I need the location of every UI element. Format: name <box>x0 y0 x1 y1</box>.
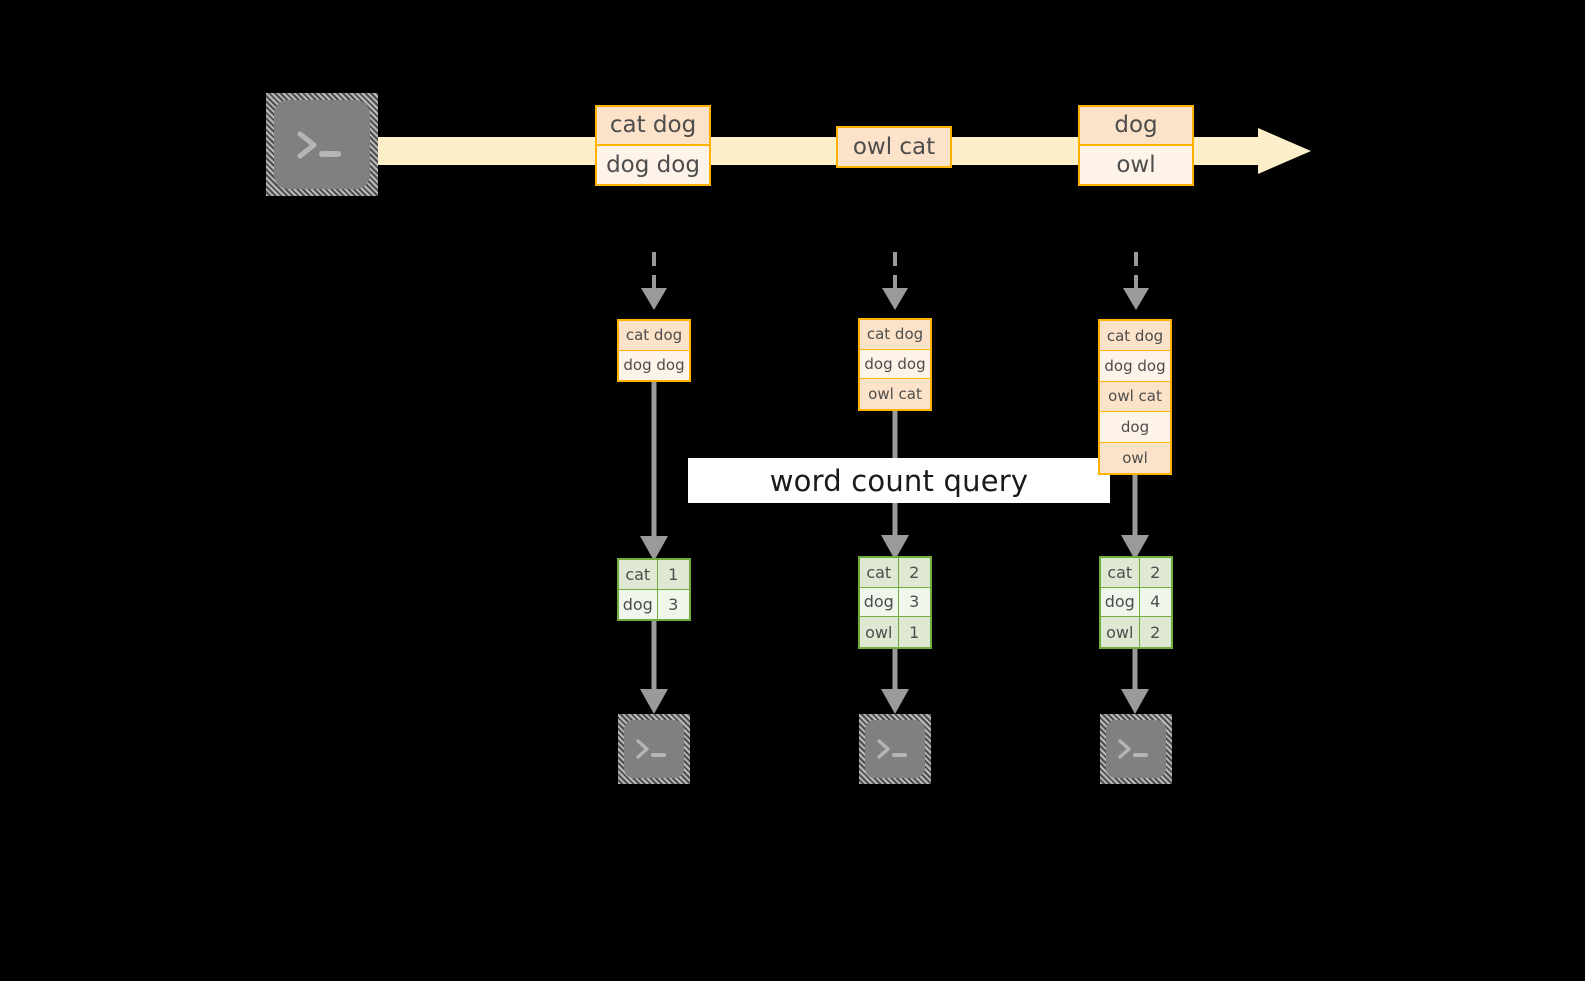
snapshot-1-input: cat dog dog dog <box>617 319 691 382</box>
query-connector-1 <box>640 381 668 561</box>
stream-event-3: dog owl <box>1078 105 1194 186</box>
result-word: cat <box>619 560 658 589</box>
snapshot-record: cat dog <box>1100 321 1170 352</box>
stream-record: cat dog <box>597 107 709 146</box>
result-table-3: cat 2 dog 4 owl 2 <box>1099 556 1173 649</box>
result-count: 4 <box>1139 587 1171 617</box>
stream-to-snapshot-connector-3 <box>1123 252 1149 310</box>
stream-record: dog <box>1080 107 1192 146</box>
snapshot-record: owl cat <box>860 379 930 409</box>
snapshot-2-input: cat dog dog dog owl cat <box>858 318 932 411</box>
stream-to-snapshot-connector-2 <box>882 252 908 310</box>
stream-to-snapshot-connector-1 <box>641 252 667 310</box>
result-word: dog <box>619 589 658 619</box>
result-count: 2 <box>1139 617 1171 647</box>
result-word: owl <box>860 617 899 647</box>
table-row: cat 1 <box>619 560 689 590</box>
result-word: cat <box>1101 558 1140 587</box>
table-row: cat 2 <box>1101 558 1171 588</box>
snapshot-record: dog dog <box>619 350 689 380</box>
table-row: dog 3 <box>619 589 689 619</box>
snapshot-record: dog <box>1100 412 1170 443</box>
sink-terminal-icon-3 <box>1100 714 1172 784</box>
snapshot-record: dog dog <box>1100 351 1170 382</box>
result-to-sink-connector-3 <box>1121 648 1149 714</box>
query-label-band: word count query <box>688 458 1110 503</box>
result-count: 3 <box>898 587 930 617</box>
table-row: owl 1 <box>860 617 930 647</box>
query-connector-3 <box>1121 474 1149 560</box>
stream-record: dog dog <box>597 145 709 184</box>
result-to-sink-connector-2 <box>881 648 909 714</box>
result-to-sink-connector-1 <box>640 620 668 714</box>
sink-terminal-icon-2 <box>859 714 931 784</box>
result-word: dog <box>1101 587 1140 617</box>
table-row: owl 2 <box>1101 617 1171 647</box>
query-label: word count query <box>769 463 1029 498</box>
result-count: 1 <box>898 617 930 647</box>
source-terminal-icon <box>266 93 378 196</box>
result-count: 3 <box>657 589 689 619</box>
result-word: dog <box>860 587 899 617</box>
result-table-1: cat 1 dog 3 <box>617 558 691 621</box>
snapshot-record: dog dog <box>860 349 930 380</box>
result-table-2: cat 2 dog 3 owl 1 <box>858 556 932 649</box>
snapshot-3-input: cat dog dog dog owl cat dog owl <box>1098 319 1172 475</box>
stream-record: owl <box>1080 145 1192 184</box>
result-word: cat <box>860 558 899 587</box>
stream-event-1: cat dog dog dog <box>595 105 711 186</box>
result-count: 2 <box>898 558 930 587</box>
table-row: dog 3 <box>860 587 930 618</box>
sink-terminal-icon-1 <box>618 714 690 784</box>
result-word: owl <box>1101 617 1140 647</box>
result-count: 1 <box>657 560 689 589</box>
snapshot-record: cat dog <box>619 321 689 351</box>
table-row: cat 2 <box>860 558 930 588</box>
stream-record: owl cat <box>838 128 950 166</box>
snapshot-record: cat dog <box>860 320 930 350</box>
table-row: dog 4 <box>1101 587 1171 618</box>
stream-event-2: owl cat <box>836 126 952 168</box>
snapshot-record: owl <box>1100 442 1170 473</box>
result-count: 2 <box>1139 558 1171 587</box>
snapshot-record: owl cat <box>1100 381 1170 413</box>
